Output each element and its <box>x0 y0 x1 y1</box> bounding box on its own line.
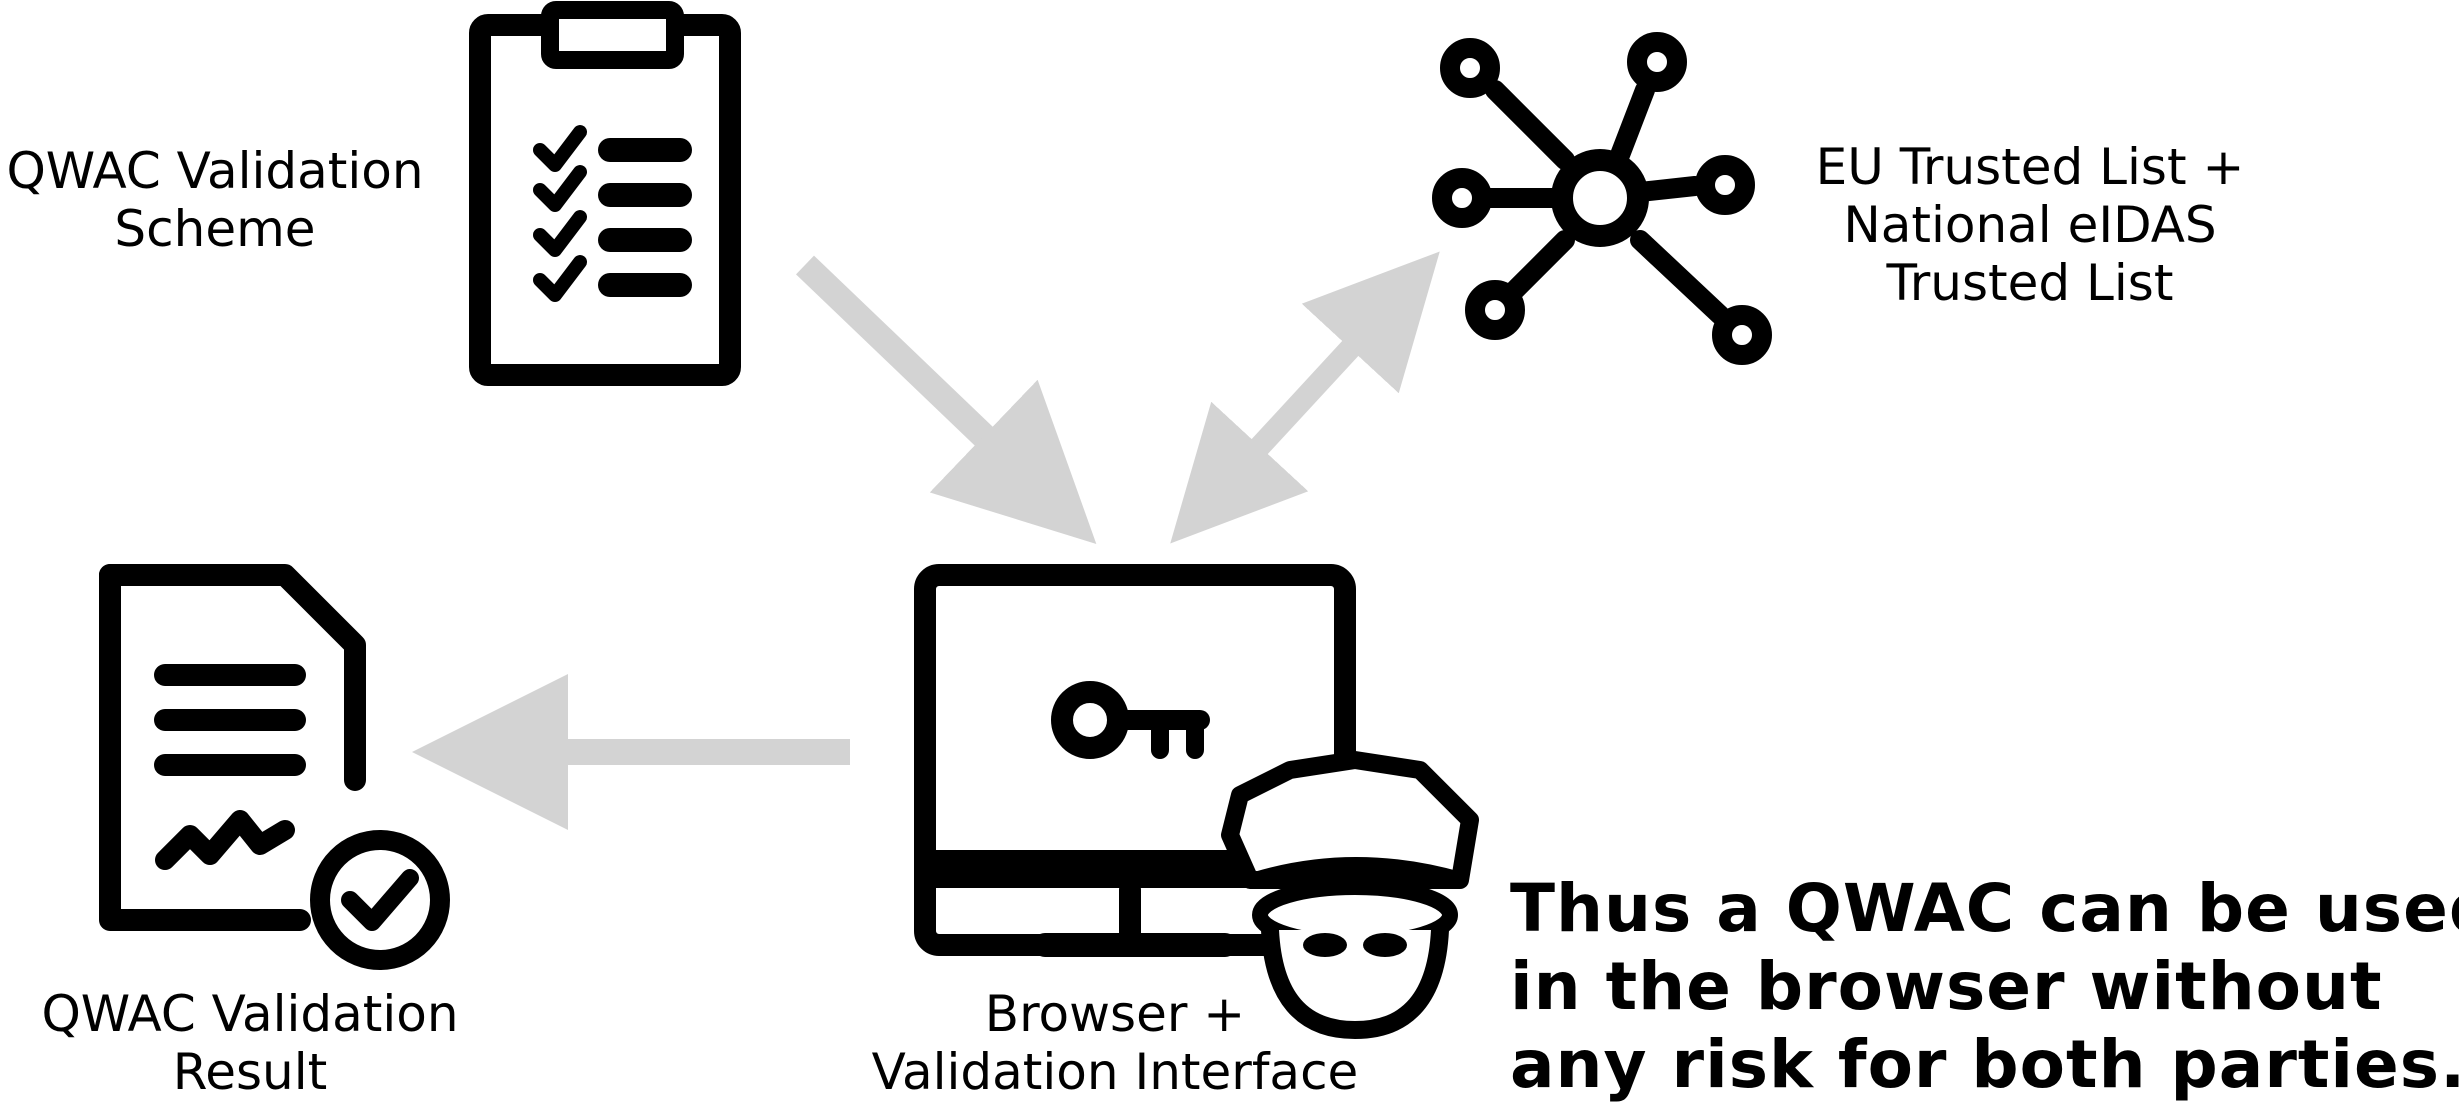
trusted-list-label: EU Trusted List + National eIDAS Trusted… <box>1800 138 2260 312</box>
network-hub-icon <box>1432 32 1772 365</box>
scheme-label-line-2: Scheme <box>114 200 316 258</box>
signed-document-check-icon <box>99 564 450 970</box>
result-label-line-2: Result <box>172 1043 328 1101</box>
browser-label: Browser + Validation Interface <box>870 985 1360 1101</box>
browser-label-line-2: Validation Interface <box>871 1043 1359 1101</box>
conclusion-line-3: any risk for both parties. <box>1510 1026 2459 1103</box>
scheme-label-line-1: QWAC Validation <box>6 142 424 200</box>
conclusion-line-1: Thus a QWAC can be used <box>1510 870 2459 947</box>
trusted-list-label-line-3: Trusted List <box>1886 254 2174 312</box>
arrow-scheme-to-browser <box>796 255 1097 544</box>
arrow-browser-trusted-list <box>1170 251 1440 544</box>
trusted-list-label-line-2: National eIDAS <box>1843 196 2217 254</box>
conclusion-line-2: in the browser without <box>1510 948 2383 1025</box>
result-label: QWAC Validation Result <box>30 985 470 1101</box>
browser-label-line-1: Browser + <box>984 985 1246 1043</box>
result-label-line-1: QWAC Validation <box>41 985 459 1043</box>
scheme-label: QWAC Validation Scheme <box>0 142 430 258</box>
conclusion-text: Thus a QWAC can be used in the browser w… <box>1510 870 2459 1104</box>
clipboard-checklist-icon <box>469 1 741 386</box>
inspector-officer-icon <box>1221 751 1479 1039</box>
trusted-list-label-line-1: EU Trusted List + <box>1815 138 2245 196</box>
